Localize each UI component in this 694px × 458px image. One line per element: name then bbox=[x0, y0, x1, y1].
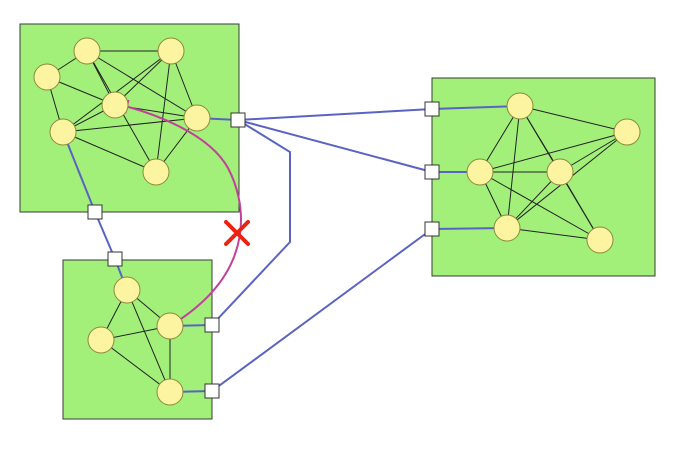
node bbox=[586, 226, 614, 254]
node bbox=[142, 158, 170, 186]
cluster-b-nodes bbox=[466, 92, 641, 254]
red-x-mark-icon bbox=[224, 220, 250, 246]
node bbox=[156, 312, 184, 340]
port bbox=[204, 317, 220, 333]
node bbox=[183, 104, 211, 132]
node bbox=[87, 326, 115, 354]
node bbox=[73, 37, 101, 65]
blocked-path bbox=[114, 99, 242, 327]
port bbox=[230, 112, 246, 128]
cluster-a-nodes bbox=[33, 37, 211, 186]
node bbox=[506, 92, 534, 120]
node bbox=[466, 158, 494, 186]
node bbox=[546, 158, 574, 186]
port bbox=[424, 164, 440, 180]
node bbox=[613, 118, 641, 146]
port bbox=[204, 383, 220, 399]
node bbox=[101, 91, 129, 119]
node bbox=[493, 214, 521, 242]
node bbox=[33, 63, 61, 91]
port bbox=[424, 101, 440, 117]
cross-cluster-links bbox=[62, 105, 521, 393]
node bbox=[156, 378, 184, 406]
port bbox=[107, 251, 123, 267]
port bbox=[424, 221, 440, 237]
node bbox=[157, 37, 185, 65]
node bbox=[49, 118, 77, 146]
cluster-c-nodes bbox=[87, 276, 184, 406]
node bbox=[113, 276, 141, 304]
port bbox=[87, 204, 103, 220]
ports bbox=[87, 101, 440, 399]
